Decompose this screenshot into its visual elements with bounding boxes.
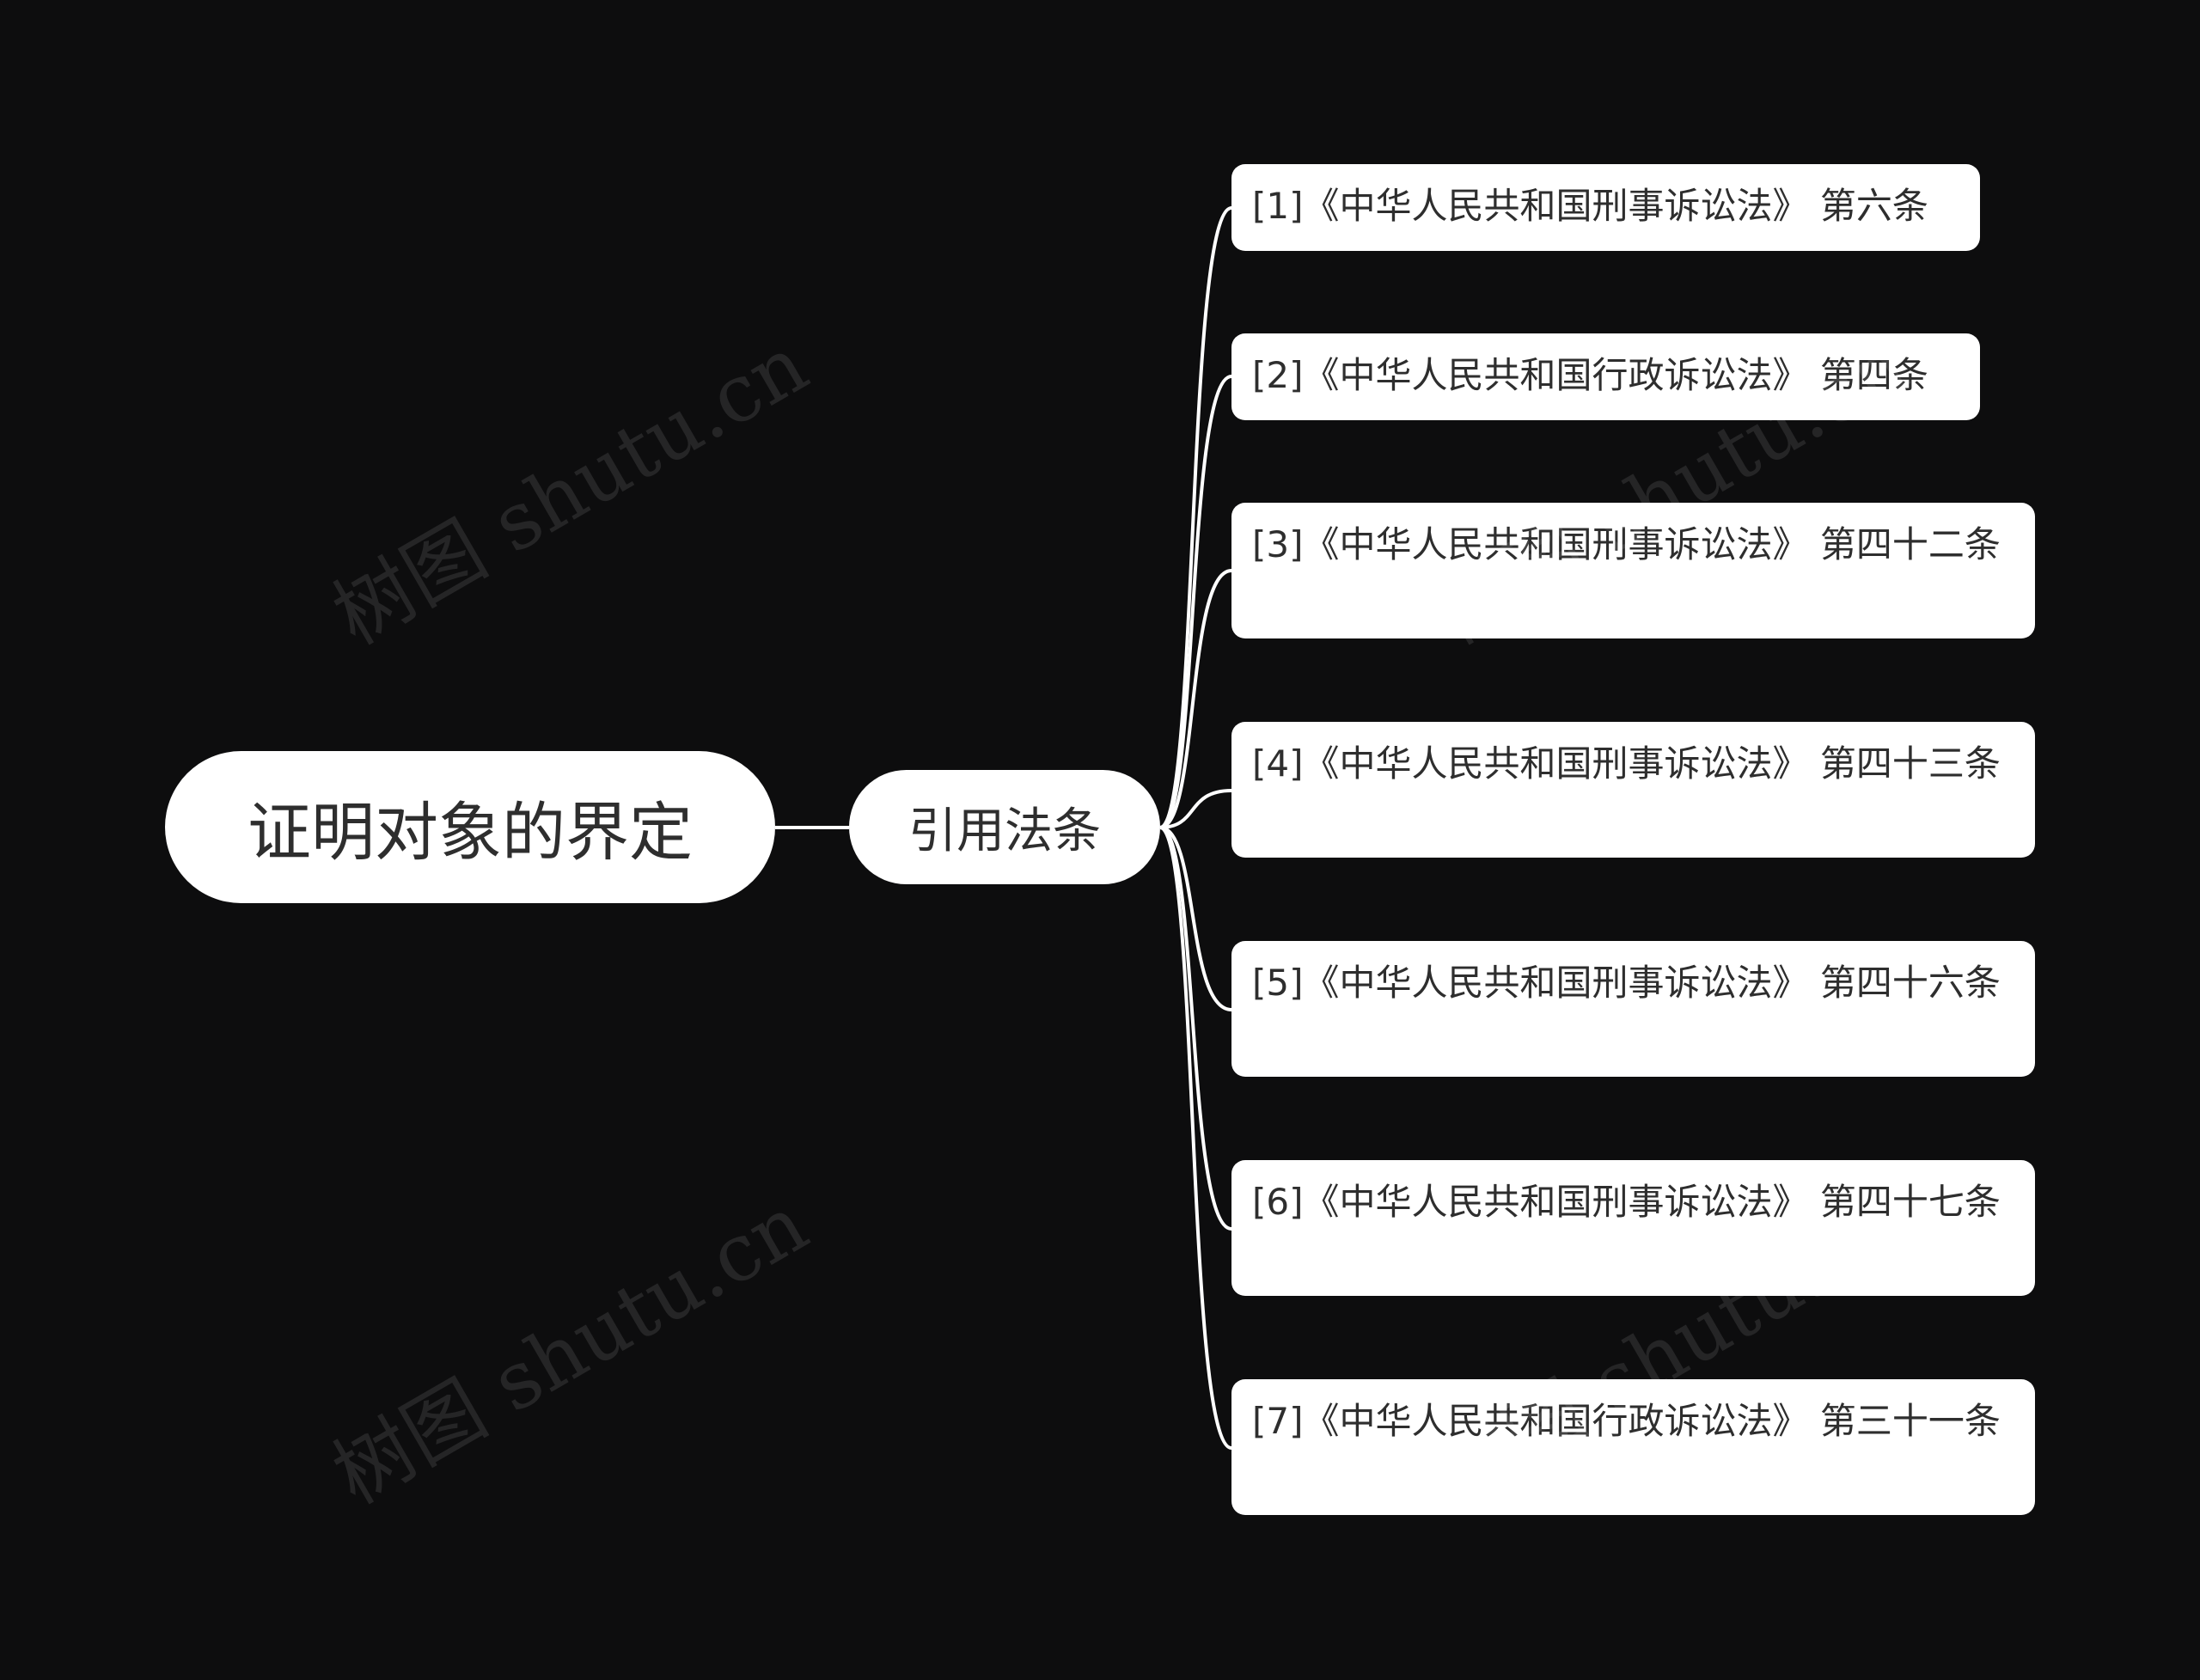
leaf-connector-4 [1159,789,1232,829]
branch-topic-node[interactable]: 引用法条 [849,770,1160,884]
branch-topic-label: 引用法条 [908,803,1101,859]
leaf-label: [7]《中华人民共和国行政诉讼法》 第三十一条 [1252,1400,2001,1442]
leaf-node-4[interactable]: [4]《中华人民共和国刑事诉讼法》 第四十三条 [1231,722,2035,858]
leaf-node-7[interactable]: [7]《中华人民共和国行政诉讼法》 第三十一条 [1231,1379,2035,1515]
leaf-connector-2 [1159,375,1232,829]
leaf-connector-5 [1159,826,1232,1011]
leaf-connector-1 [1159,206,1232,829]
leaf-connector-6 [1159,826,1232,1231]
leaf-node-1[interactable]: [1]《中华人民共和国刑事诉讼法》 第六条 [1231,164,1980,251]
leaf-connector-7 [1159,826,1232,1450]
root-topic-node[interactable]: 证明对象的界定 [165,751,775,903]
leaf-node-2[interactable]: [2]《中华人民共和国行政诉讼法》 第四条 [1231,333,1980,420]
leaf-label: [4]《中华人民共和国刑事诉讼法》 第四十三条 [1252,742,2001,785]
leaf-node-3[interactable]: [3]《中华人民共和国刑事诉讼法》 第四十二条 [1231,503,2035,638]
leaf-label: [2]《中华人民共和国行政诉讼法》 第四条 [1252,354,1928,396]
leaf-label: [1]《中华人民共和国刑事诉讼法》 第六条 [1252,185,1928,227]
leaf-node-5[interactable]: [5]《中华人民共和国刑事诉讼法》 第四十六条 [1231,941,2035,1077]
leaf-node-6[interactable]: [6]《中华人民共和国刑事诉讼法》 第四十七条 [1231,1160,2035,1296]
root-topic-label: 证明对象的界定 [248,796,693,870]
leaf-label: [6]《中华人民共和国刑事诉讼法》 第四十七条 [1252,1181,2001,1223]
leaf-label: [5]《中华人民共和国刑事诉讼法》 第四十六条 [1252,962,2001,1004]
leaf-label: [3]《中华人民共和国刑事诉讼法》 第四十二条 [1252,523,2001,565]
leaf-connector-3 [1159,569,1232,829]
